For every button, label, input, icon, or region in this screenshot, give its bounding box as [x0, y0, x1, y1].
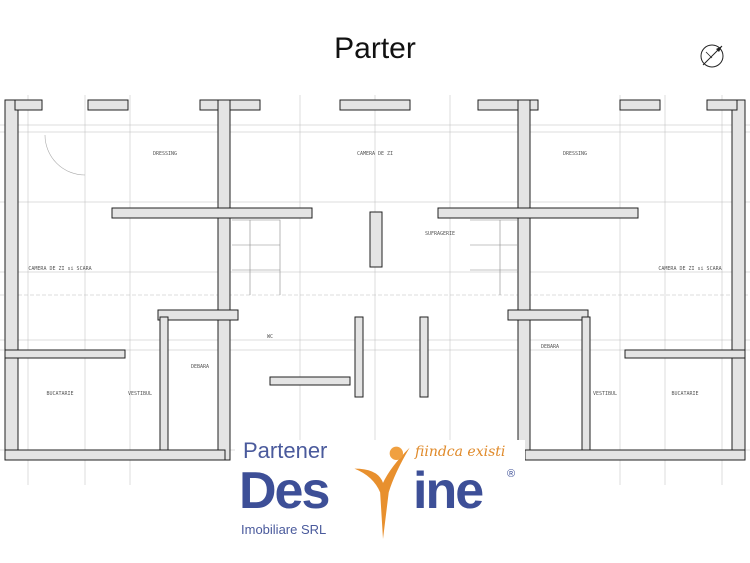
room-label: CAMERA DE ZI si SCARA [28, 266, 91, 272]
room-label: BUCATARIE [46, 391, 73, 397]
room-label: CAMERA DE ZI si SCARA [658, 266, 721, 272]
room-label: CAMERA DE ZI [357, 151, 393, 157]
room-label: DRESSING [563, 151, 587, 157]
logo-subtitle: Imobiliare SRL [241, 522, 327, 537]
north-arrow-icon [700, 44, 724, 68]
logo-figure-icon [354, 446, 410, 540]
logo-registered: ® [507, 468, 516, 480]
page-title: Parter [334, 32, 416, 65]
staircases [44, 134, 518, 295]
room-label: SUFRAGERIE [425, 231, 455, 237]
floor-plan: DRESSING CAMERA DE ZI DRESSING CAMERA DE… [0, 95, 750, 485]
room-label: BUCATARIE [671, 391, 698, 397]
walls [4, 99, 746, 461]
logo-slogan: fiindca existi [415, 444, 506, 460]
room-label: DEBARA [541, 344, 559, 350]
room-label: DRESSING [153, 151, 177, 157]
logo-brand-right: ine [413, 462, 484, 520]
room-label: VESTIBUL [593, 391, 617, 397]
room-label: DEBARA [191, 364, 209, 370]
logo-brand-left: Des [239, 462, 330, 520]
company-logo: Partener Des ine fiindca existi ® Imobil… [235, 440, 525, 540]
room-label: WC [267, 334, 273, 340]
logo-partener: Partener [243, 438, 328, 463]
room-label: VESTIBUL [128, 391, 152, 397]
